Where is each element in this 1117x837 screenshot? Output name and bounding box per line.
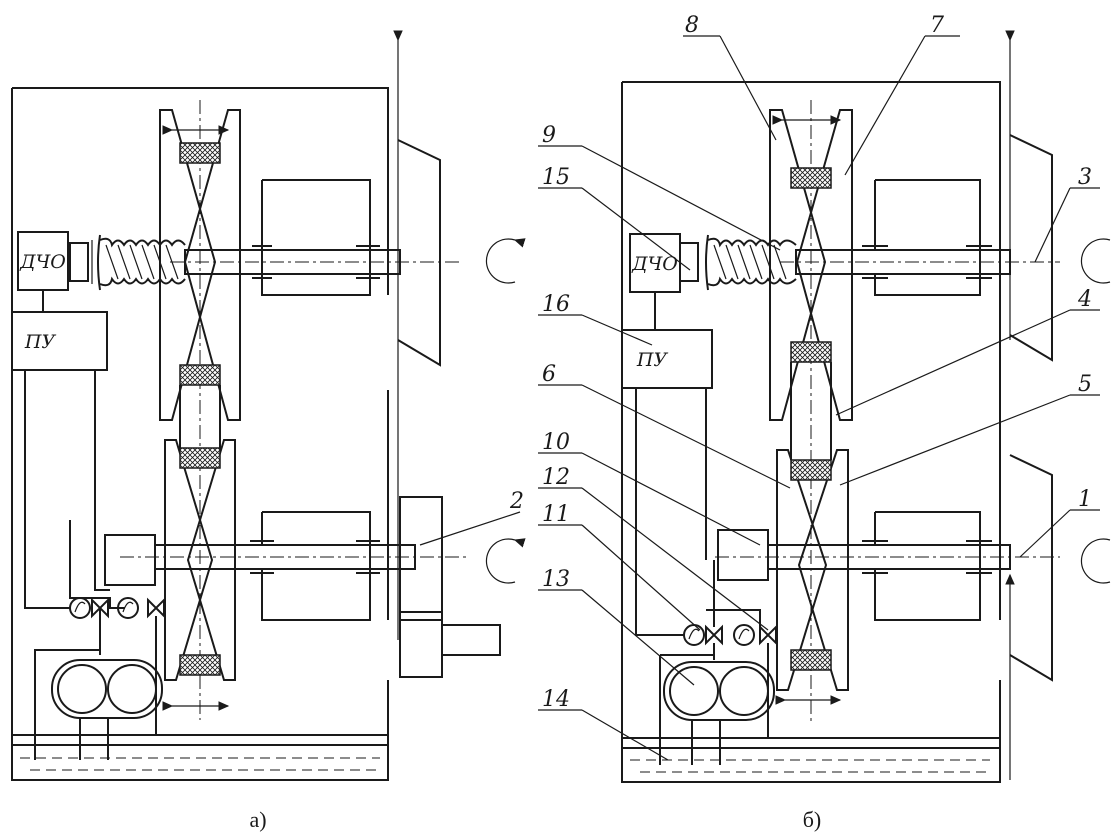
input-cone-b xyxy=(1009,454,1053,682)
pu-label-a: ПУ xyxy=(24,331,57,353)
upper-pulley-a xyxy=(159,100,241,720)
pump-b xyxy=(659,654,775,765)
upper-shaft-a xyxy=(184,249,401,275)
callout-1: 1 xyxy=(1078,487,1092,512)
callout-6: 6 xyxy=(542,362,556,387)
dcho-block-a xyxy=(17,231,69,291)
callout-15: 15 xyxy=(542,165,570,190)
callout-8: 8 xyxy=(685,13,699,38)
callout-7: 7 xyxy=(930,13,944,38)
panel-a: ДЧО ПУ xyxy=(11,30,526,832)
caption-b: б) xyxy=(803,807,822,832)
callout-leaders-b xyxy=(538,35,1100,761)
lower-pulley-a xyxy=(162,439,236,711)
pump-a xyxy=(34,628,163,760)
pu-block-a xyxy=(11,311,108,371)
panel-b: ДЧО ПУ xyxy=(538,13,1111,832)
callout-11: 11 xyxy=(542,502,570,527)
housing-b xyxy=(621,81,1001,783)
spring-b xyxy=(679,234,797,291)
rotation-arrow-lower-b xyxy=(1080,538,1111,584)
lower-pulley-b xyxy=(775,449,849,705)
spring-a xyxy=(69,234,186,291)
callout-13: 13 xyxy=(542,567,570,592)
callout-3: 3 xyxy=(1078,165,1092,190)
rotation-arrow-upper-a xyxy=(485,238,526,284)
callout-12: 12 xyxy=(542,465,570,490)
upper-shaft-b xyxy=(795,249,1011,275)
callout-10: 10 xyxy=(542,430,570,455)
callout-2: 2 xyxy=(509,489,524,514)
upper-pulley-b xyxy=(769,100,853,725)
dcho-label-b: ДЧО xyxy=(631,253,678,275)
belt-section xyxy=(179,142,221,164)
rotation-arrow-lower-a xyxy=(485,538,526,584)
pu-block-b xyxy=(621,329,713,389)
callout-14: 14 xyxy=(542,687,570,712)
rotation-arrow-upper-b xyxy=(1080,238,1111,284)
valves-a xyxy=(69,597,165,735)
callout-5: 5 xyxy=(1078,372,1092,397)
input-pulley-a xyxy=(399,496,443,678)
hydraulic-cylinder-a xyxy=(104,534,156,586)
callout-4: 4 xyxy=(1077,287,1092,312)
callout-16: 16 xyxy=(542,292,570,317)
dcho-label-a: ДЧО xyxy=(19,251,66,273)
housing-a xyxy=(11,87,389,781)
hydraulic-cylinder-b xyxy=(717,529,769,581)
pu-label-b: ПУ xyxy=(636,349,669,371)
callout-9: 9 xyxy=(542,123,556,148)
output-cone-b xyxy=(1009,134,1053,362)
output-cone-a xyxy=(397,139,441,367)
caption-a: а) xyxy=(249,807,266,832)
